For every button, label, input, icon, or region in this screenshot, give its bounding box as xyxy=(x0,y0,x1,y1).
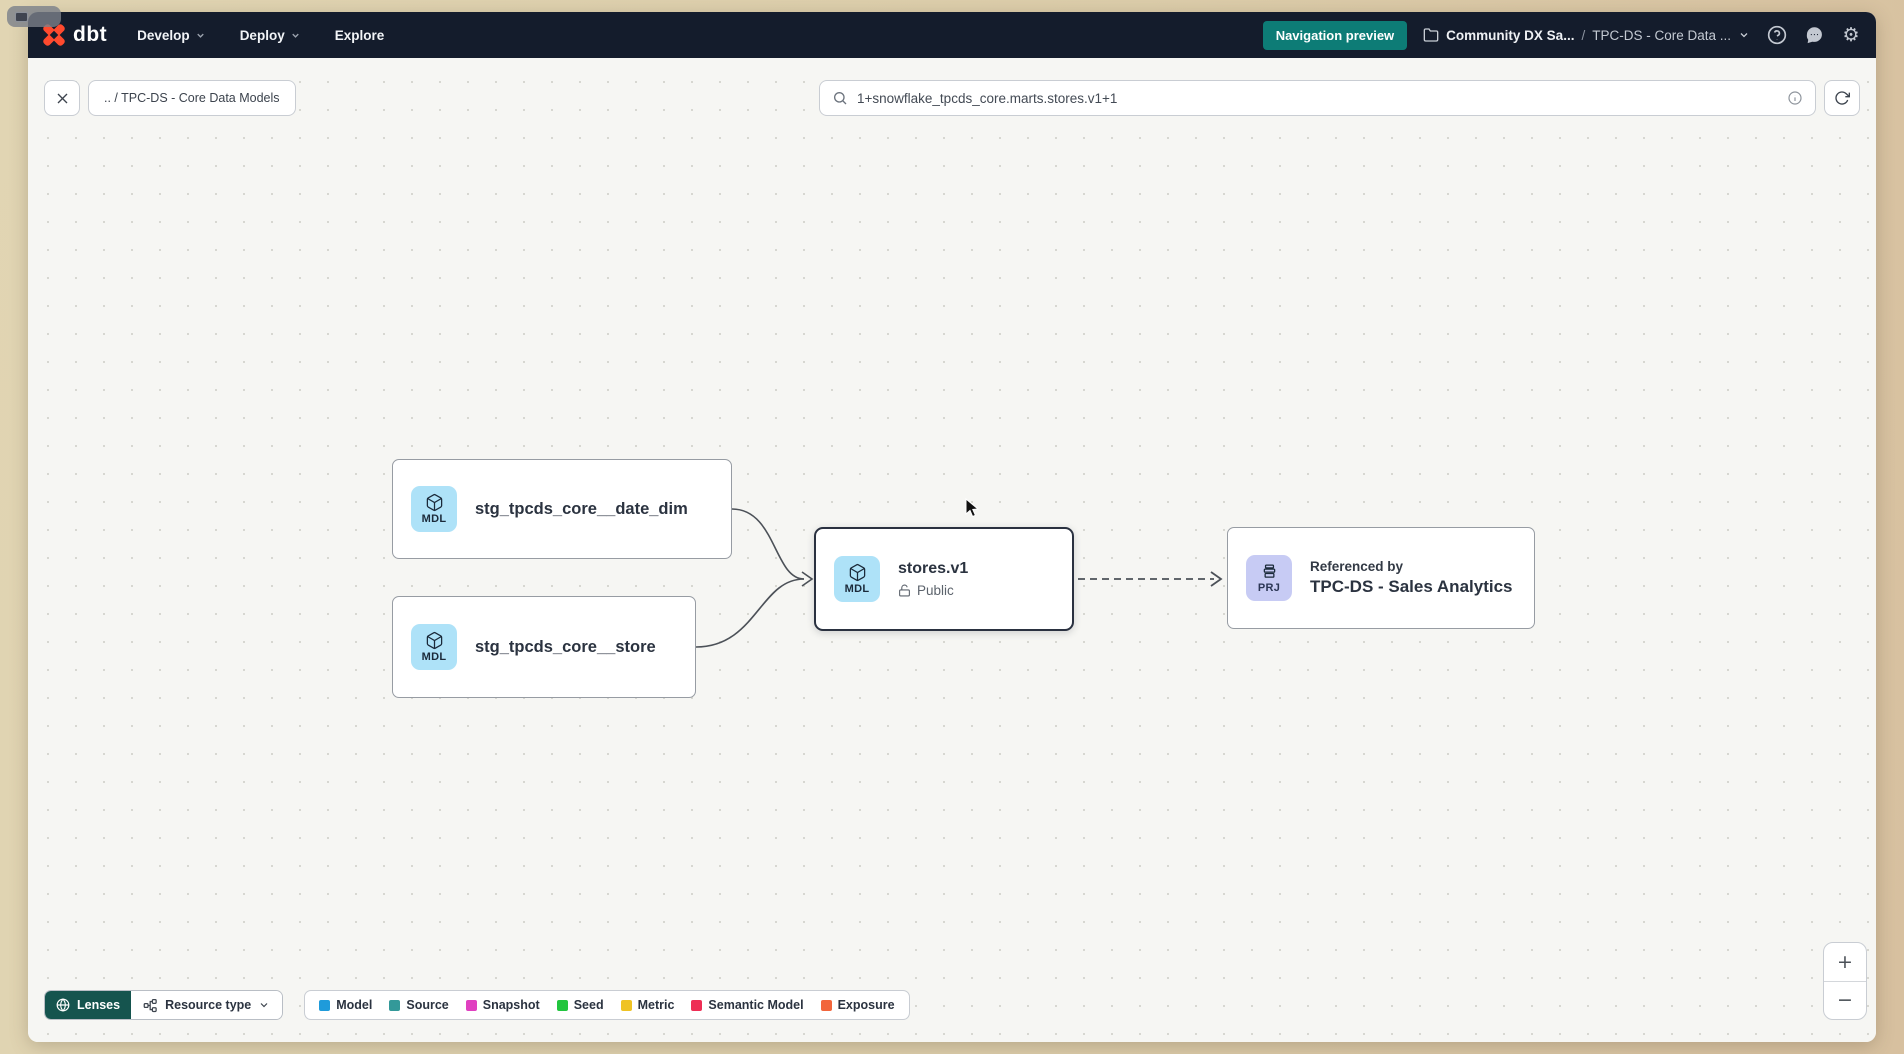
navbar-right: Navigation preview Community DX Sa... / … xyxy=(1262,20,1862,50)
chevron-down-icon xyxy=(260,1003,268,1008)
app-window: dbt Develop Deploy Explore Navigation pr… xyxy=(28,12,1876,1042)
main-nav: Develop Deploy Explore xyxy=(137,28,384,43)
badge-label: MDL xyxy=(421,513,447,525)
chevron-down-icon xyxy=(1740,33,1748,38)
node-label: stg_tpcds_core__date_dim xyxy=(475,499,688,518)
legend-item: Semantic Model xyxy=(691,998,804,1012)
legend-swatch xyxy=(556,999,568,1011)
model-badge: MDL xyxy=(834,556,880,602)
help-button[interactable] xyxy=(1766,24,1788,46)
dbt-logo-text: dbt xyxy=(73,23,108,46)
lens-control-group: Lenses Resource type xyxy=(44,990,284,1020)
project-badge: PRJ xyxy=(1246,555,1292,601)
breadcrumb-project: TPC-DS - Core Data ... xyxy=(1592,27,1731,43)
node-label: stores.v1 xyxy=(898,560,969,577)
zoom-in-button[interactable]: + xyxy=(1824,943,1866,982)
referenced-by-label: Referenced by xyxy=(1310,559,1404,574)
node-text-block: Referenced by TPC-DS - Sales Analytics xyxy=(1310,559,1513,597)
badge-label: MDL xyxy=(844,583,870,595)
graph-nodes-icon xyxy=(143,998,157,1012)
navbar-icon-group: ⚙ xyxy=(1766,24,1862,46)
legend-item: Source xyxy=(389,998,449,1012)
nav-menu-deploy[interactable]: Deploy xyxy=(240,28,301,43)
node-stg-tpcds-core-store[interactable]: MDL stg_tpcds_core__store xyxy=(392,596,696,698)
legend-label: Source xyxy=(406,998,449,1012)
node-text-block: stores.v1 Public xyxy=(898,560,968,598)
legend-label: Model xyxy=(336,998,373,1012)
legend-label: Exposure xyxy=(837,998,895,1012)
chevron-down-icon xyxy=(291,33,299,38)
resource-type-dropdown[interactable]: Resource type xyxy=(131,991,283,1019)
legend-item: Seed xyxy=(556,998,604,1012)
cube-icon xyxy=(849,563,865,582)
legend-item: Metric xyxy=(620,998,675,1012)
legend-label: Metric xyxy=(637,998,675,1012)
nav-menu-explore[interactable]: Explore xyxy=(334,27,385,43)
legend-label: Seed xyxy=(573,998,604,1012)
lenses-button[interactable]: Lenses xyxy=(45,991,132,1019)
window-icon xyxy=(15,11,28,22)
gear-icon: ⚙ xyxy=(1842,23,1860,46)
legend-swatch xyxy=(389,999,401,1011)
node-stores-v1[interactable]: MDL stores.v1 Public xyxy=(814,527,1074,631)
cube-icon xyxy=(426,631,442,650)
legend-swatch xyxy=(820,999,832,1011)
close-lineage-button[interactable] xyxy=(44,80,80,116)
node-access: Public xyxy=(898,583,968,598)
legend-label: Semantic Model xyxy=(708,998,804,1012)
legend-item: Snapshot xyxy=(465,998,540,1012)
mouse-cursor xyxy=(965,498,980,518)
referenced-project-name: TPC-DS - Sales Analytics xyxy=(1310,577,1513,596)
legend: Model Source Snapshot Seed Metric Semantic Mo… xyxy=(304,990,910,1020)
navigation-preview-badge[interactable]: Navigation preview xyxy=(1262,20,1408,50)
node-referenced-by-sales-analytics[interactable]: PRJ Referenced by TPC-DS - Sales Analyti… xyxy=(1227,527,1535,629)
lineage-selector-input[interactable] xyxy=(857,90,1778,106)
breadcrumb-separator: / xyxy=(1581,27,1586,43)
lineage-breadcrumb-chip[interactable]: .. / TPC-DS - Core Data Models xyxy=(88,80,296,116)
refresh-icon xyxy=(1835,91,1850,105)
legend-swatch xyxy=(319,999,331,1011)
refresh-lineage-button[interactable] xyxy=(1824,80,1860,116)
model-badge: MDL xyxy=(411,486,457,532)
legend-label: Snapshot xyxy=(482,998,540,1012)
node-label: stg_tpcds_core__store xyxy=(475,637,656,656)
dbt-logo[interactable]: dbt xyxy=(41,22,108,48)
lineage-selector-box xyxy=(819,80,1816,116)
legend-swatch xyxy=(465,999,477,1011)
top-navbar: dbt Develop Deploy Explore Navigation pr… xyxy=(28,12,1876,58)
search-icon xyxy=(834,92,847,105)
nav-menu-develop[interactable]: Develop xyxy=(137,28,206,43)
cube-icon xyxy=(426,493,442,512)
zoom-controls: + − xyxy=(1823,942,1867,1020)
zoom-out-button[interactable]: − xyxy=(1837,989,1853,1012)
folder-icon xyxy=(1423,28,1439,42)
stacked-drawers-icon xyxy=(1263,564,1275,578)
legend-item: Exposure xyxy=(820,998,895,1012)
help-icon xyxy=(1767,25,1787,45)
globe-lens-icon xyxy=(56,998,70,1012)
legend-swatch xyxy=(620,999,632,1011)
canvas-toolbar: .. / TPC-DS - Core Data Models xyxy=(44,80,1860,116)
chevron-down-icon xyxy=(196,33,204,38)
canvas-footer: Lenses Resource type Model Source Snapshot… xyxy=(44,990,910,1020)
breadcrumb-account: Community DX Sa... xyxy=(1446,27,1575,43)
info-icon[interactable] xyxy=(1787,90,1803,106)
lineage-canvas[interactable]: .. / TPC-DS - Core Data Models MDL stg_t… xyxy=(28,58,1876,1042)
node-stg-tpcds-core-date-dim[interactable]: MDL stg_tpcds_core__date_dim xyxy=(392,459,732,559)
screen-capture-indicator xyxy=(7,6,61,27)
unlock-icon xyxy=(899,584,910,597)
legend-item: Model xyxy=(319,998,372,1012)
model-badge: MDL xyxy=(411,624,457,670)
badge-label: PRJ xyxy=(1257,582,1281,594)
legend-swatch xyxy=(691,999,703,1011)
settings-button[interactable]: ⚙ xyxy=(1840,24,1862,46)
chat-bubble-icon xyxy=(1806,27,1822,44)
badge-label: MDL xyxy=(421,651,447,663)
project-breadcrumb[interactable]: Community DX Sa... / TPC-DS - Core Data … xyxy=(1423,27,1750,43)
feedback-button[interactable] xyxy=(1803,24,1825,46)
close-icon xyxy=(57,93,67,103)
